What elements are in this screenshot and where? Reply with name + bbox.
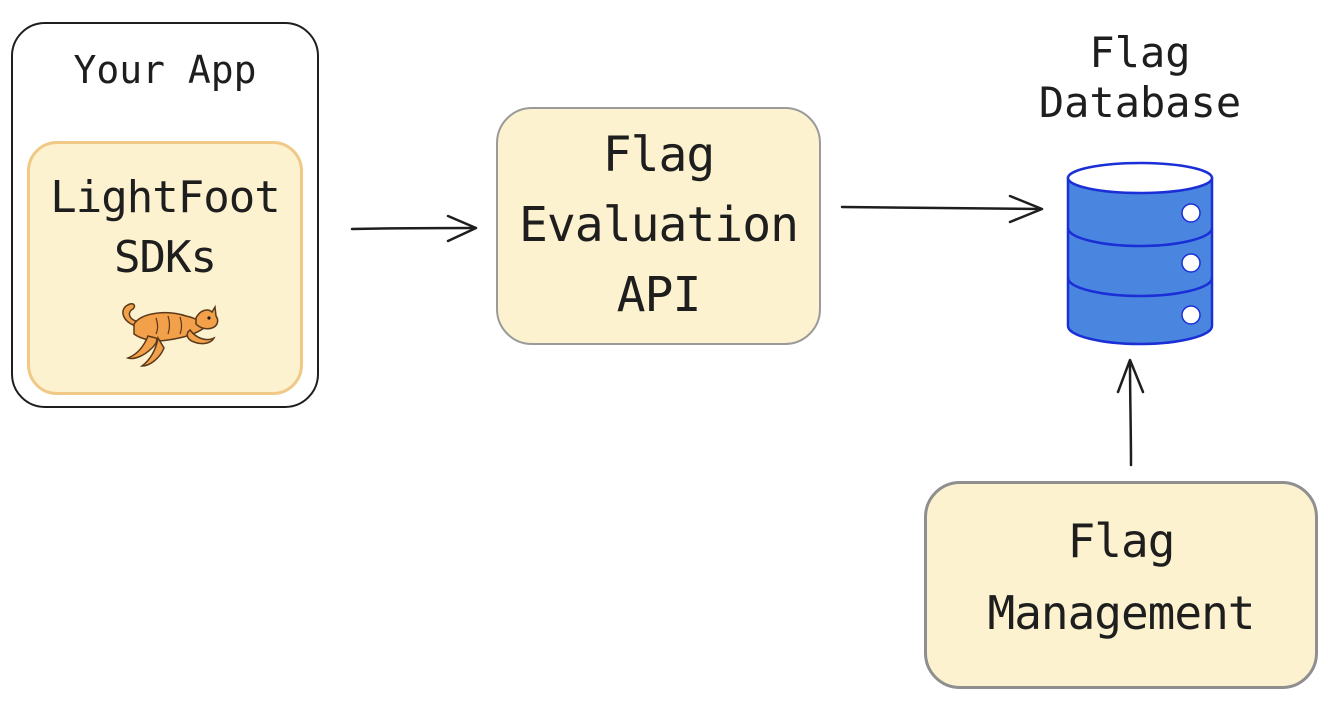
flag-evaluation-api-box [496, 107, 821, 345]
sdk-label-line2: SDKs [114, 232, 217, 283]
flag-management-label: Flag Management [924, 505, 1318, 649]
api-label-line1: Flag [602, 127, 716, 183]
mgmt-label-line1: Flag [1067, 514, 1176, 568]
sdk-label-line1: LightFoot [50, 172, 280, 223]
api-label-line2: Evaluation [519, 197, 799, 253]
flag-database-label: Flag Database [1000, 28, 1280, 128]
lightfoot-sdks-box [27, 141, 303, 395]
database-cylinder-icon [1066, 161, 1214, 346]
flag-management-box [924, 481, 1318, 689]
flag-evaluation-api-label: Flag Evaluation API [496, 120, 821, 330]
db-label-line1: Flag [1089, 28, 1191, 77]
mgmt-label-line2: Management [987, 586, 1256, 640]
your-app-title: Your App [73, 48, 257, 92]
lightfoot-sdks-label: LightFoot SDKs [27, 168, 303, 288]
running-cat-icon [122, 303, 219, 367]
api-label-line3: API [616, 267, 702, 323]
db-label-line2: Database [1038, 78, 1242, 127]
